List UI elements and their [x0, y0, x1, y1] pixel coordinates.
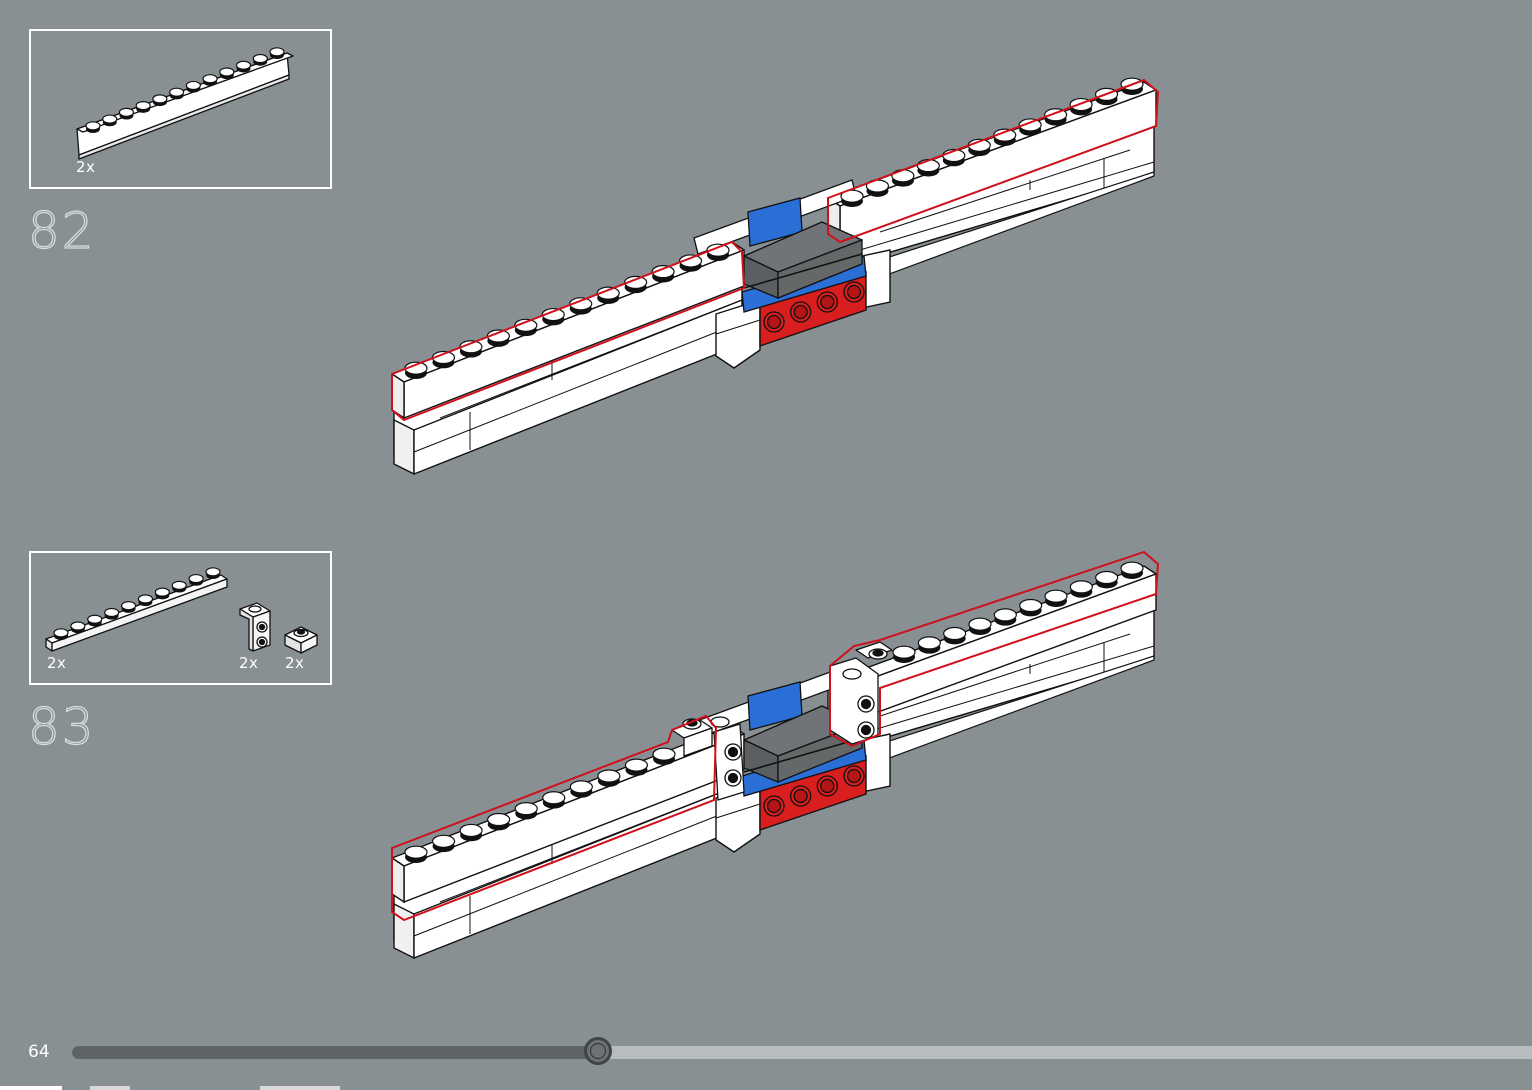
stud	[625, 759, 647, 771]
stud	[543, 792, 565, 804]
stud	[598, 770, 620, 782]
page-number: 64	[28, 1042, 50, 1062]
stud	[918, 637, 940, 649]
step-83-assembly	[392, 552, 1158, 958]
red-stud	[821, 296, 834, 309]
progress-thumb[interactable]	[584, 1037, 612, 1065]
red-stud	[821, 780, 834, 793]
stud	[1070, 581, 1092, 593]
stud	[653, 748, 675, 760]
stud	[994, 609, 1016, 621]
red-stud	[848, 286, 861, 299]
stud	[570, 781, 592, 793]
stud	[488, 814, 510, 826]
stud	[405, 846, 427, 858]
red-stud	[848, 770, 861, 783]
red-stud	[794, 790, 807, 803]
stud	[1121, 562, 1143, 574]
stud	[969, 618, 991, 630]
footer-divider	[90, 1086, 130, 1090]
footer-divider	[0, 1086, 62, 1090]
stud	[1096, 572, 1118, 584]
footer-divider	[260, 1086, 340, 1090]
stud	[892, 170, 914, 182]
stud	[515, 803, 537, 815]
stud	[460, 824, 482, 836]
progress-fill	[72, 1046, 598, 1059]
progress-bar	[72, 1046, 1532, 1059]
red-stud	[768, 800, 781, 813]
red-stud	[768, 316, 781, 329]
stud	[1045, 590, 1067, 602]
red-stud	[794, 306, 807, 319]
stud	[1020, 600, 1042, 612]
step-82-assembly	[392, 78, 1158, 474]
stud	[433, 835, 455, 847]
stud	[944, 628, 966, 640]
stud	[893, 646, 915, 658]
